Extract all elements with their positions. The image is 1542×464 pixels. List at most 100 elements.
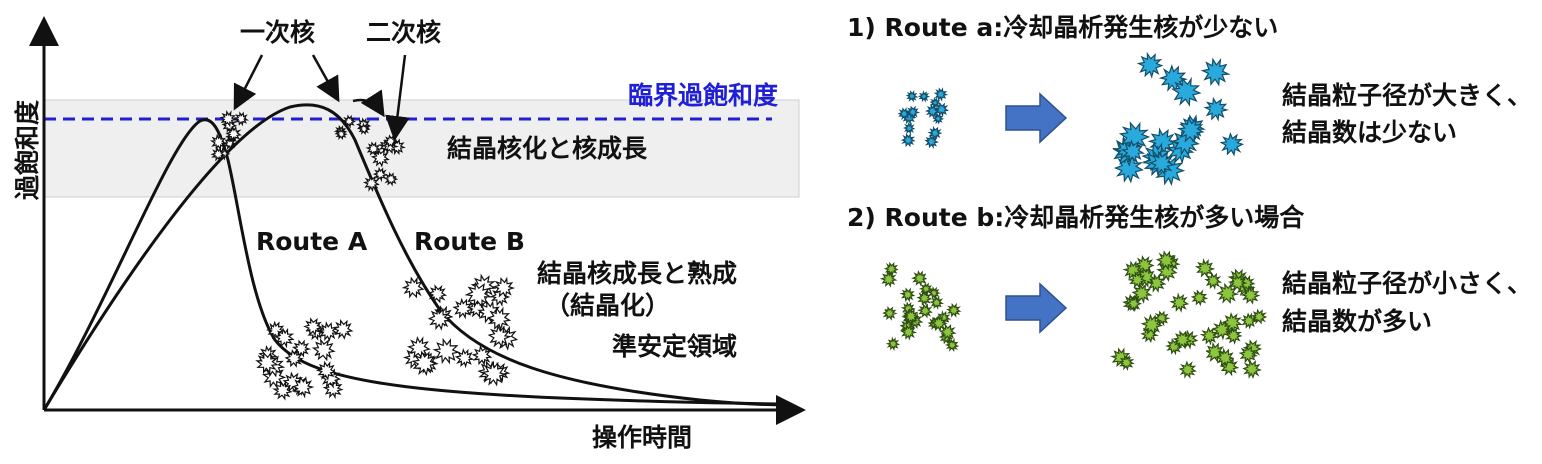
route-b-label: Route B xyxy=(414,227,525,256)
route-a-heading: 1) Route a:冷却晶析発生核が少ない xyxy=(847,13,1278,42)
crystal-particle xyxy=(332,319,354,340)
crystal-particle xyxy=(1200,57,1231,87)
route-a-grown-crystals xyxy=(1112,51,1244,187)
crystal-particle xyxy=(427,284,448,304)
crystal-particle xyxy=(317,321,339,342)
crystal-particle xyxy=(899,287,916,303)
crystal-particle xyxy=(1219,132,1244,157)
primary-nucleus-label: 一次核 xyxy=(240,18,315,47)
crystal-particle xyxy=(897,107,912,121)
crystal-particle xyxy=(905,90,919,103)
crystal-particle xyxy=(1204,271,1223,290)
crystal-particle xyxy=(879,270,898,288)
crystal-particle xyxy=(357,122,371,135)
crystal-particle xyxy=(291,339,312,358)
crystal-particle xyxy=(917,303,933,319)
secondary-nucleus-arrow xyxy=(385,54,410,141)
crystal-particle xyxy=(1250,308,1268,325)
crystal-particle xyxy=(902,308,920,325)
crystal-particle xyxy=(1203,96,1229,122)
crystal-particle xyxy=(919,281,934,297)
crystal-particle xyxy=(411,350,438,377)
crystal-particle xyxy=(401,276,425,299)
crystal-particle xyxy=(1242,359,1262,379)
y-axis-label: 過飽和度 xyxy=(13,100,42,200)
crystal-particle xyxy=(225,125,242,143)
crystal-particle xyxy=(233,111,250,127)
primary-nucleus-arrow-left xyxy=(233,54,264,111)
top-nuclei-cluster xyxy=(333,114,372,141)
crystal-particle xyxy=(917,90,931,103)
crystal-particle xyxy=(883,261,899,277)
crystal-particle xyxy=(454,348,475,369)
zone-label: 結晶核化と核成長 xyxy=(447,134,648,163)
route-a-result-line2: 結晶数は少ない xyxy=(1282,118,1457,147)
region-label-line2: （結晶化） xyxy=(545,291,670,320)
crystal-particle xyxy=(291,376,315,399)
crystal-particle xyxy=(487,324,512,349)
crystal-particle xyxy=(944,338,960,352)
crystal-particle xyxy=(1199,326,1219,346)
crystal-particle xyxy=(383,171,399,187)
crystal-particle xyxy=(284,349,304,368)
crystal-particle xyxy=(930,314,948,333)
secondary-nucleus-label: 二次核 xyxy=(366,18,441,47)
route-b-crystal-cluster xyxy=(401,273,519,387)
crystal-particle xyxy=(932,112,945,125)
crystal-particle xyxy=(882,305,898,321)
crystal-particle xyxy=(946,302,962,318)
crystal-particle xyxy=(1194,258,1216,279)
nucleation-zone xyxy=(43,99,800,198)
primary-nucleus-arrow-right xyxy=(311,54,340,103)
crystal-particle xyxy=(924,134,939,150)
crystal-particle xyxy=(315,360,337,381)
crystal-particle xyxy=(924,103,941,119)
crystal-particle xyxy=(486,306,512,332)
crystal-particle xyxy=(370,148,390,168)
crystal-particle xyxy=(1227,273,1248,292)
crystal-particle xyxy=(1118,354,1135,371)
crystal-particle xyxy=(929,96,942,109)
secondary-nuclei-cluster xyxy=(362,134,406,192)
crystal-particle xyxy=(1170,76,1202,107)
crystal-particle xyxy=(933,87,949,102)
crystal-particle xyxy=(383,134,399,149)
crystal-particle xyxy=(481,360,508,387)
crystal-particle xyxy=(1240,285,1261,305)
crystal-particle xyxy=(900,132,916,148)
crystal-particle xyxy=(311,337,336,362)
crystal-particle xyxy=(916,290,933,307)
crystal-particle xyxy=(372,166,388,183)
route-b-initial-nuclei xyxy=(879,261,962,352)
route-b-curve xyxy=(42,103,791,411)
crystal-particle xyxy=(1216,282,1240,305)
crystal-particle xyxy=(255,351,279,375)
crystal-particle xyxy=(1120,139,1146,164)
route-a-crystal-cluster xyxy=(255,317,354,401)
crystal-particle xyxy=(1136,51,1164,79)
crystal-particle xyxy=(209,133,228,151)
route-b-result-line2: 結晶数が多い xyxy=(1282,307,1432,336)
route-b-arrow xyxy=(1005,282,1068,334)
route-a-label: Route A xyxy=(256,227,368,256)
route-a-initial-nuclei xyxy=(897,87,949,150)
crystal-particle xyxy=(1224,326,1243,345)
crystal-particle xyxy=(219,110,237,128)
crystal-particle xyxy=(342,114,356,129)
route-b-result-line1: 結晶粒子径が小さく、 xyxy=(1282,269,1532,298)
crystal-particle xyxy=(911,270,927,287)
crystal-particle xyxy=(1118,121,1151,153)
crystal-particle xyxy=(1242,339,1263,359)
crystal-particle xyxy=(933,102,949,118)
crystal-particle xyxy=(1172,330,1193,350)
crystal-particle xyxy=(1148,150,1175,177)
x-axis-label: 操作時間 xyxy=(592,423,692,452)
crystal-particle xyxy=(1155,250,1177,271)
secondary-nucleus-curl-arrow xyxy=(352,89,385,118)
crystal-particle xyxy=(210,147,226,163)
route-b-grown-crystals xyxy=(1110,250,1268,379)
crystal-particle xyxy=(427,308,452,331)
region-label-line3: 準安定領域 xyxy=(612,332,737,361)
crystal-particle xyxy=(1240,312,1258,330)
crystal-particle xyxy=(906,105,921,119)
